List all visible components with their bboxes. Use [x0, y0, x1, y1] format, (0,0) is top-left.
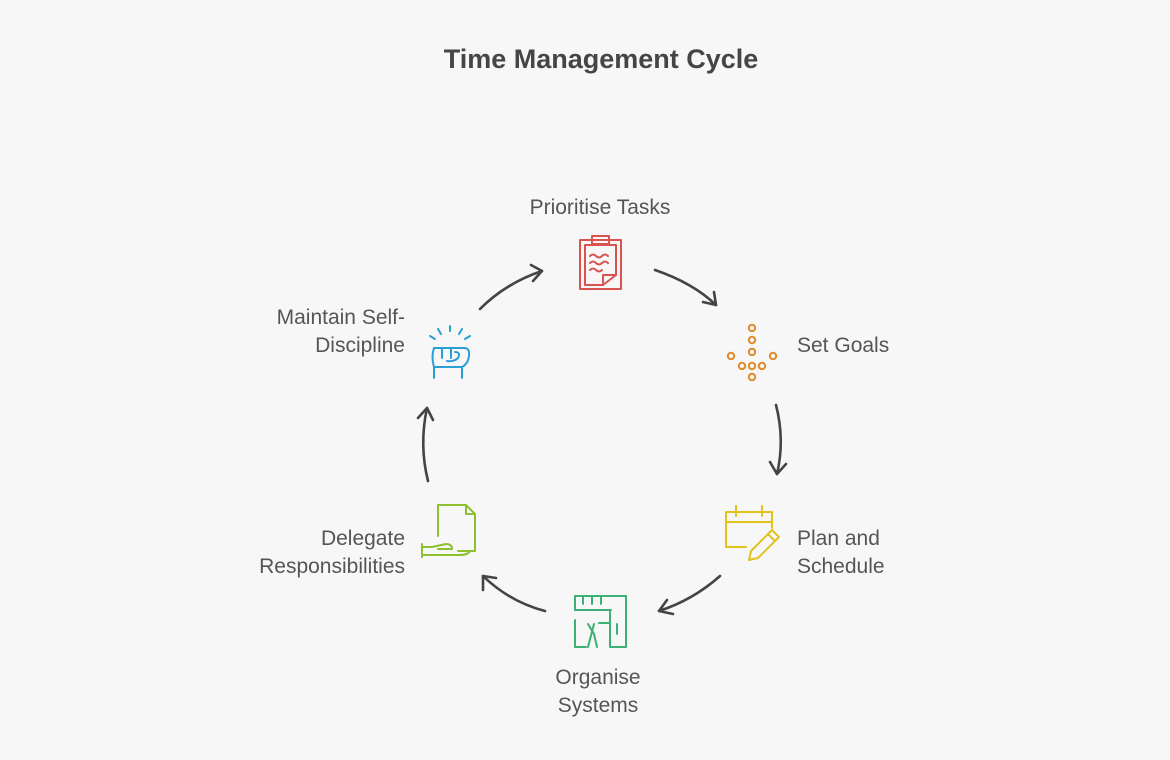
- diagram-title: Time Management Cycle: [443, 44, 759, 74]
- step-label-organise-systems: Organise Systems: [478, 664, 718, 720]
- floor-plan-icon: [574, 595, 627, 648]
- step-label-line: Organise: [555, 666, 641, 689]
- arrow-discipline-to-prioritise: [478, 263, 544, 311]
- hand-document-icon: [421, 504, 476, 558]
- step-label-line: Maintain Self-: [276, 306, 405, 329]
- step-label-maintain-self-discipline: Maintain Self- Discipline: [277, 304, 405, 360]
- step-label-set-goals: Set Goals: [797, 332, 889, 360]
- clipboard-icon: [579, 235, 622, 290]
- step-label-delegate-responsibilities: Delegate Responsibilities: [259, 525, 405, 581]
- step-label-line: Discipline: [315, 334, 405, 357]
- step-label-prioritise-tasks: Prioritise Tasks: [480, 194, 720, 222]
- arrow-plan-to-organise: [657, 574, 722, 616]
- step-label-line: Set Goals: [797, 334, 890, 357]
- arrow-prioritise-to-goals: [653, 268, 718, 307]
- dots-arrow-down-icon: [726, 323, 778, 382]
- arrow-delegate-to-discipline: [416, 406, 435, 483]
- step-label-line: Schedule: [797, 555, 885, 578]
- calendar-pencil-icon: [725, 505, 780, 561]
- step-label-line: Systems: [557, 694, 639, 717]
- step-label-line: Responsibilities: [259, 555, 405, 578]
- arrow-goals-to-plan: [768, 403, 788, 476]
- step-label-line: Plan and: [797, 527, 880, 550]
- step-label-line: Prioritise Tasks: [529, 196, 671, 219]
- step-label-plan-and-schedule: Plan and Schedule: [797, 525, 885, 581]
- step-label-line: Delegate: [320, 527, 405, 550]
- fist-icon: [429, 325, 471, 379]
- arrow-organise-to-delegate: [481, 574, 547, 613]
